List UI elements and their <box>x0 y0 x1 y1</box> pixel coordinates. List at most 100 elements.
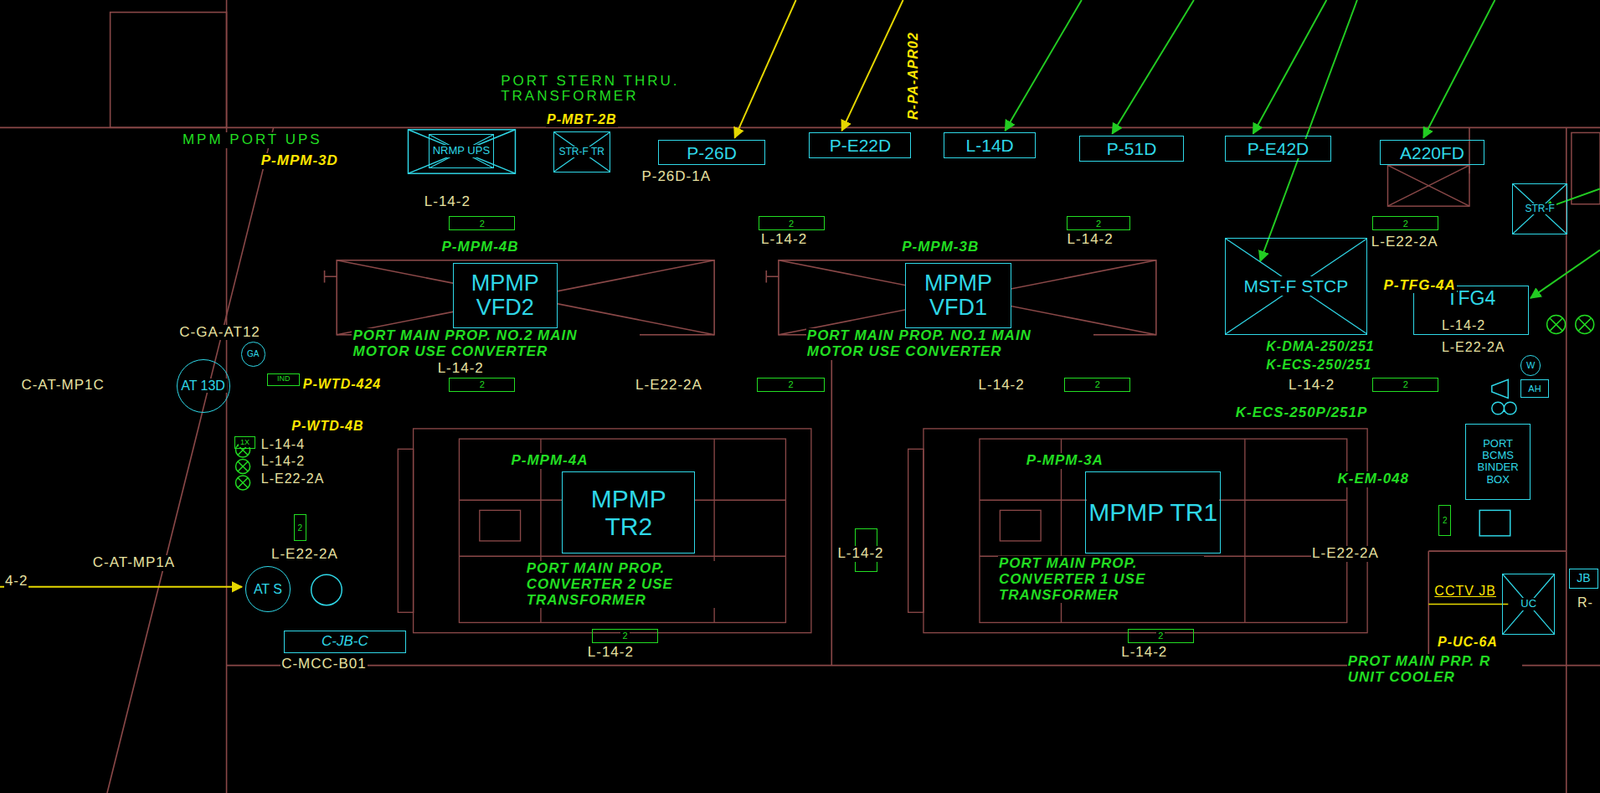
equipment-tag: PORT MAIN PROP. CONVERTER 1 USE TRANSFOR… <box>998 555 1204 603</box>
leader-arrow <box>1530 250 1600 299</box>
cable-label: L-E22-2A <box>270 546 340 563</box>
equipment-tag: PORT MAIN PROP. NO.2 MAIN MOTOR USE CONV… <box>351 328 639 360</box>
symbol <box>311 379 1517 605</box>
node-label: AT S <box>252 581 284 597</box>
tag-label: R-PA-APR02 <box>905 30 921 121</box>
node-label: MPMP VFD2 <box>453 271 557 321</box>
equipment-outline <box>1388 164 1471 206</box>
node-label: JB <box>1574 571 1592 585</box>
transformer-housing <box>908 448 924 613</box>
equipment-name: PORT STERN THRU. TRANSFORMER <box>499 73 726 105</box>
node-label: 1X <box>238 438 252 448</box>
node-label: 2 <box>1440 515 1450 525</box>
symbol <box>237 477 248 488</box>
node-label: MPMP TR1 <box>1086 498 1220 526</box>
cable-label: L-14-2 <box>260 453 306 469</box>
node-label: P-51D <box>1105 138 1159 159</box>
node-label: UC <box>1518 597 1539 610</box>
converter-housing <box>324 260 1157 335</box>
leader-arrow <box>1260 0 1358 262</box>
symbol <box>1491 379 1509 398</box>
node-label: 2 <box>1093 379 1102 390</box>
converter-housing <box>778 260 1157 335</box>
equipment-tag: K-EM-048 <box>1337 471 1410 488</box>
symbol <box>1479 509 1511 536</box>
converter-box: MPMP VFD1 <box>905 262 1012 329</box>
symbol <box>236 458 251 474</box>
hull-frame <box>226 0 228 793</box>
cable-label: C-MCC-B01 <box>280 656 368 673</box>
hull-frame <box>107 127 274 793</box>
node-label: AT 13D <box>179 378 227 394</box>
cable-label: 4-2 <box>4 573 30 590</box>
panel-box: P-E22D <box>808 132 911 158</box>
symbol <box>311 574 343 606</box>
converter-housing <box>324 270 338 283</box>
symbol <box>1547 315 1566 335</box>
hull-frame <box>1427 550 1430 666</box>
cable-tray: 2 <box>1127 628 1194 644</box>
meter-circle: W <box>1520 354 1541 376</box>
node-label: P-E42D <box>1245 138 1312 159</box>
transformer-housing <box>458 555 786 557</box>
transformer-housing <box>479 509 521 541</box>
node-label: GA <box>245 349 261 359</box>
transformer-housing <box>1244 438 1246 623</box>
cable-tray: 2 <box>1372 216 1439 231</box>
cable-label: L-14-2 <box>586 644 635 661</box>
cable-label: L-14-2 <box>423 194 472 211</box>
cable-label: P-26D-1A <box>640 169 712 186</box>
node-label: AH <box>1526 383 1543 394</box>
cross-mark <box>1512 184 1567 234</box>
cross-mark <box>554 132 610 172</box>
equipment-outline <box>408 129 516 174</box>
cross-mark <box>1502 574 1554 634</box>
converter-box: MPMP VFD2 <box>452 262 558 329</box>
equipment-outline <box>408 129 1600 206</box>
equipment-tag: K-ECS-250P/251P <box>1234 405 1369 422</box>
node-label: 2 <box>478 218 487 229</box>
cable-tray: 2 <box>591 628 659 644</box>
converter-housing <box>766 270 779 283</box>
equipment-name: MPM PORT UPS <box>181 132 324 149</box>
hull-frame <box>0 127 1600 129</box>
cross-mark <box>1225 238 1368 335</box>
transformer-housing <box>999 509 1041 541</box>
tag-label: CCTV JB <box>1433 583 1498 599</box>
leader-arrow <box>1111 0 1194 134</box>
transformer-housing <box>397 448 413 613</box>
cable-label: L-14-2 <box>437 360 485 377</box>
node-label: NRMP UPS <box>431 144 492 157</box>
control-panel: MST-F STCP <box>1224 237 1369 335</box>
leader-arrow <box>1423 0 1495 139</box>
node-label: 2 <box>620 630 629 641</box>
transformer-housing <box>923 428 1368 633</box>
node-label: 2 <box>478 379 487 390</box>
gauge-circle: GA <box>241 341 266 366</box>
symbol <box>1491 401 1517 415</box>
cross-mark <box>429 134 494 168</box>
cross-mark <box>429 134 494 168</box>
cross-mark <box>1512 184 1567 234</box>
node-label: 2 <box>787 218 796 229</box>
converter-housing <box>336 260 715 335</box>
terminal-circle: AT 13D <box>176 359 231 413</box>
transformer-box: MPMP TR1 <box>1085 471 1220 554</box>
cooler-box: UC <box>1502 573 1555 635</box>
leader-arrow <box>0 586 242 588</box>
equipment-tag: K-ECS-250/251 <box>1265 357 1373 373</box>
node-label: W <box>1524 360 1537 371</box>
transformer-box: MPMP TR2 <box>561 471 695 554</box>
cable-label: L-14-2 <box>760 231 808 248</box>
transformer-box: STR-F <box>1512 183 1568 235</box>
cable-label: L-E22-2A <box>1370 234 1440 251</box>
converter-housing <box>336 260 715 335</box>
cable-tray: 2 <box>756 377 824 392</box>
tag-label: P-WTD-424 <box>302 376 382 392</box>
cross-mark <box>554 132 610 172</box>
cable-tray: 2 <box>1066 216 1132 231</box>
cable-label: L-14-2 <box>1440 318 1487 334</box>
symbol <box>1578 318 1591 331</box>
